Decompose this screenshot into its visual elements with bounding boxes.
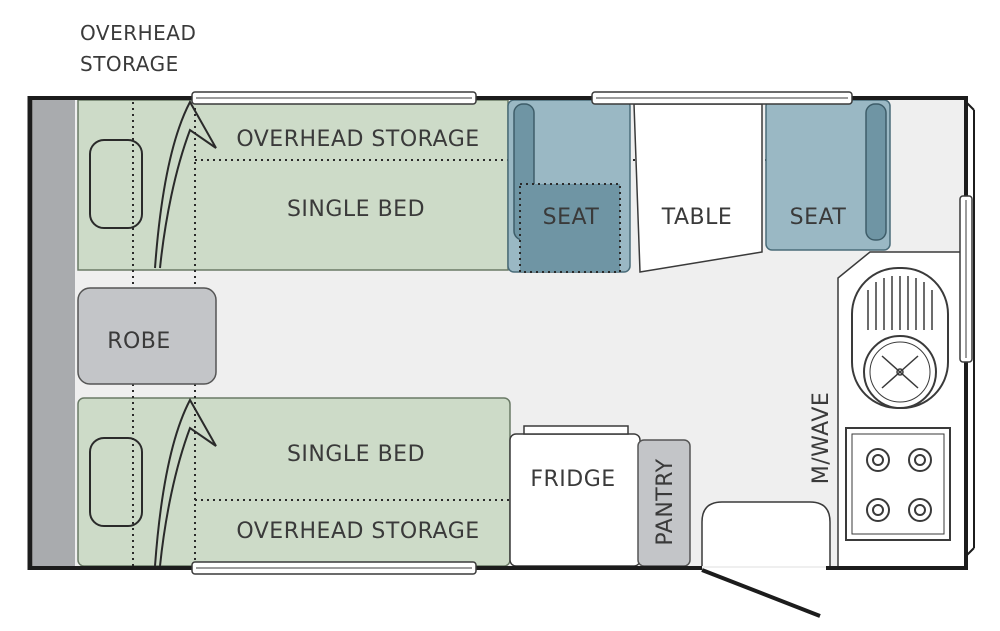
sink-bowl-inner xyxy=(869,341,931,403)
cooktop xyxy=(845,427,951,541)
label-bottom-overhead: OVERHEAD STORAGE xyxy=(236,519,479,544)
label-seat-right: SEAT xyxy=(790,205,847,230)
wall-right-jog-bottom xyxy=(965,547,975,557)
sink-drain xyxy=(896,368,904,376)
robe-cabinet xyxy=(77,287,217,385)
label-microwave: M/WAVE xyxy=(809,392,834,485)
label-seat-left: SEAT xyxy=(543,205,600,230)
label-top-bed: SINGLE BED xyxy=(287,197,425,222)
dinette-table xyxy=(633,103,763,273)
sink-cross-2 xyxy=(881,355,919,389)
bottom-bed-sheet-fold xyxy=(154,397,217,567)
label-bottom-bed: SINGLE BED xyxy=(287,442,425,467)
top-pillow xyxy=(89,139,143,229)
left-seat-box-dotted xyxy=(519,183,621,273)
corner-label-line-1: OVERHEAD xyxy=(80,21,196,45)
entry-door xyxy=(701,568,821,618)
end-wall-panel xyxy=(33,100,75,566)
bottom-pillow xyxy=(89,437,143,527)
wall-right-jog-top xyxy=(965,101,975,111)
drainer-ribs xyxy=(867,276,933,330)
fridge xyxy=(509,433,641,567)
top-single-bed xyxy=(77,99,509,271)
label-fridge: FRIDGE xyxy=(530,467,615,492)
label-top-overhead: OVERHEAD STORAGE xyxy=(236,127,479,152)
label-robe: ROBE xyxy=(107,329,171,354)
label-pantry: PANTRY xyxy=(653,458,678,545)
entry-cabinet xyxy=(701,501,831,566)
left-seat-box xyxy=(520,184,620,272)
label-table: TABLE xyxy=(661,205,733,230)
top-bed-sheet-fold xyxy=(154,99,217,269)
corner-label-line-2: STORAGE xyxy=(80,52,179,76)
right-seat-cushion xyxy=(865,103,887,241)
cooktop-burners xyxy=(866,448,932,522)
cooktop-inner xyxy=(851,433,945,535)
fridge-top-rail xyxy=(523,425,629,435)
